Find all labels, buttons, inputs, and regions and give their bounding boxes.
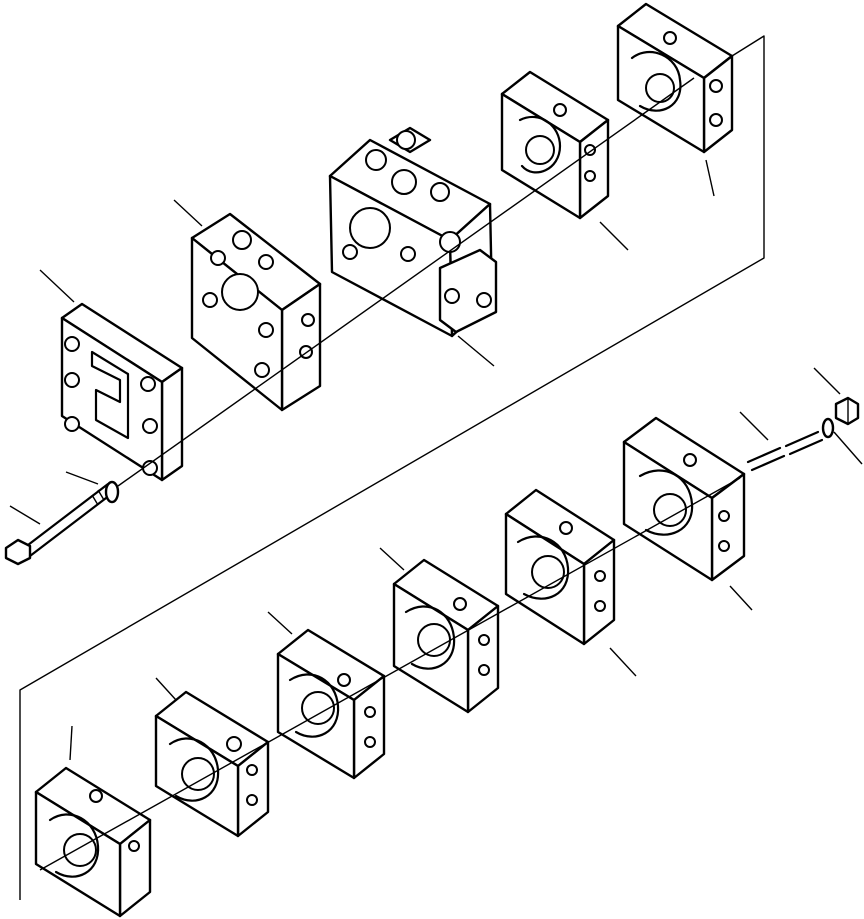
leader-line xyxy=(379,547,405,571)
stud xyxy=(746,430,824,472)
upper-center-line xyxy=(117,77,695,487)
tie-bolt xyxy=(4,482,112,566)
leader-line xyxy=(69,725,73,761)
lower-section-5 xyxy=(504,488,616,646)
leader-lines xyxy=(9,159,863,761)
leader-line xyxy=(739,411,769,441)
assembly-guide-line xyxy=(19,35,765,900)
main-valve-body xyxy=(328,126,498,338)
leader-line xyxy=(155,677,177,701)
lower-section-3 xyxy=(276,628,386,780)
lower-end-section xyxy=(622,416,746,582)
leader-line xyxy=(705,159,715,197)
leader-line xyxy=(729,585,753,611)
leader-line xyxy=(39,269,75,303)
nut xyxy=(834,396,860,426)
leader-line xyxy=(9,505,41,525)
lower-section-4 xyxy=(392,558,500,714)
leader-line xyxy=(599,221,629,251)
upper-section-b xyxy=(616,2,734,154)
leader-line xyxy=(267,611,293,635)
washer xyxy=(104,480,120,504)
upper-section-a xyxy=(500,70,610,220)
leader-line xyxy=(457,335,495,367)
leader-line xyxy=(833,431,863,465)
inlet-section xyxy=(190,212,322,412)
leader-line xyxy=(813,367,841,395)
lower-center-line xyxy=(39,477,741,871)
stud-washer xyxy=(821,417,835,439)
lower-section-2 xyxy=(154,690,270,838)
leader-line xyxy=(65,471,99,485)
lower-section-1 xyxy=(34,766,152,918)
end-cover xyxy=(60,302,184,482)
leader-line xyxy=(173,199,203,227)
leader-line xyxy=(609,647,637,677)
